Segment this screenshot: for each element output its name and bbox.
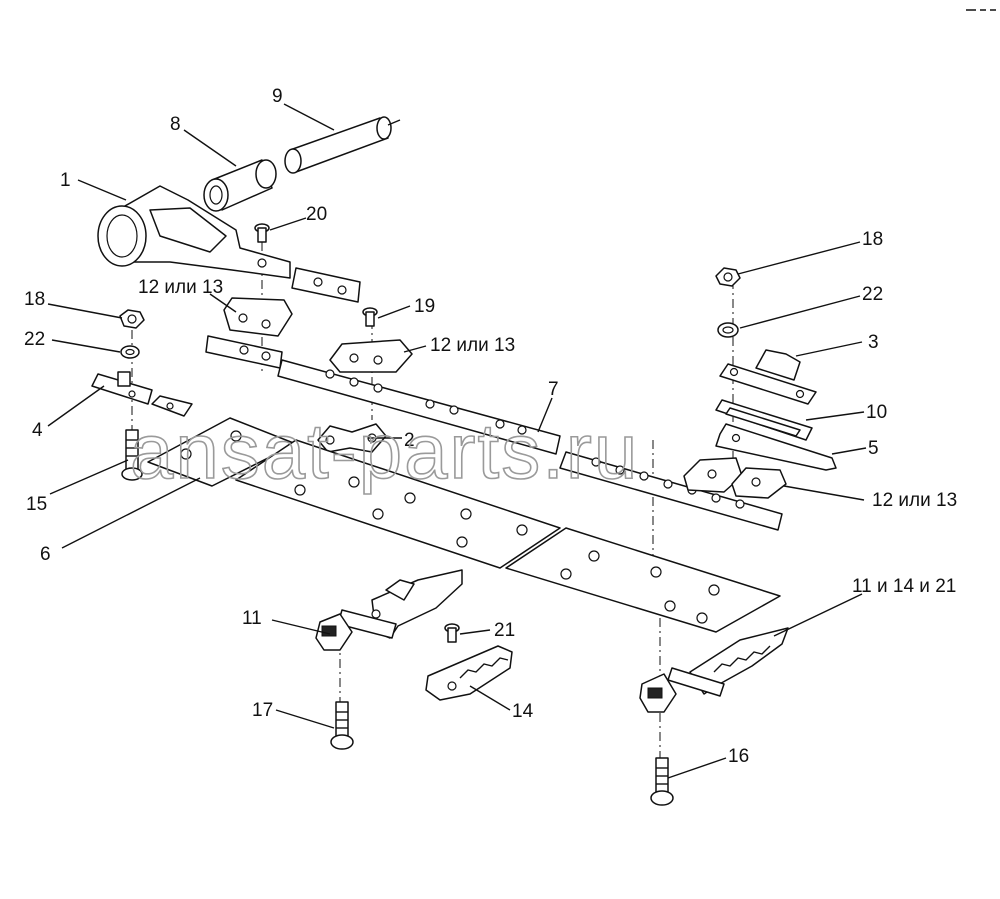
label-19: 19 (414, 296, 435, 317)
label-8: 8 (170, 114, 181, 135)
tube-part-9 (284, 116, 401, 174)
label-7: 7 (548, 379, 559, 400)
segment-part-12-13-left (205, 297, 293, 369)
label-1: 1 (60, 170, 71, 191)
plate-part-10 (715, 399, 813, 441)
label-11-14-21: 11 и 14 и 21 (852, 576, 956, 597)
label-14: 14 (512, 701, 534, 722)
finger-plate-center (235, 439, 561, 569)
nut-part-18-right (715, 267, 741, 287)
label-10: 10 (866, 402, 887, 423)
plate-part-5 (715, 423, 837, 471)
knife-bar-part-7 (277, 359, 561, 455)
bushing-part-8 (203, 159, 277, 212)
clip-part-3 (719, 349, 817, 405)
label-2: 2 (404, 430, 415, 451)
label-12-13-right: 12 или 13 (872, 490, 957, 511)
label-9: 9 (272, 86, 283, 107)
label-12-13-top: 12 или 13 (138, 277, 223, 298)
segment-part-14 (425, 645, 513, 701)
plate-part-4 (91, 371, 193, 417)
bolt-part-15 (121, 429, 143, 481)
label-22-left: 22 (24, 329, 45, 350)
label-22-right: 22 (862, 284, 883, 305)
label-20: 20 (306, 204, 327, 225)
label-4: 4 (32, 420, 43, 441)
label-15: 15 (26, 494, 47, 515)
washer-part-22-left (120, 345, 140, 359)
label-3: 3 (868, 332, 879, 353)
nut-part-18-left (119, 309, 145, 329)
rivet-part-20 (254, 223, 270, 243)
label-11: 11 (242, 608, 262, 629)
label-17: 17 (252, 700, 273, 721)
label-21: 21 (494, 620, 515, 641)
label-18-left: 18 (24, 289, 45, 310)
finger-guard-part-11-left (315, 569, 463, 651)
label-16: 16 (728, 746, 749, 767)
leader-lines (47, 103, 867, 779)
segment-part-12-13-right (683, 457, 787, 499)
label-12-13-center: 12 или 13 (430, 335, 515, 356)
washer-part-22-right (717, 322, 739, 338)
bolt-part-16 (650, 757, 674, 806)
bolt-part-17 (330, 701, 354, 750)
label-6: 6 (40, 544, 51, 565)
finger-guard-part-11-right (639, 627, 789, 713)
label-18-right: 18 (862, 229, 883, 250)
rivet-part-19 (362, 307, 378, 327)
label-5: 5 (868, 438, 879, 459)
finger-plate-right (505, 527, 781, 633)
knife-head-part-1 (97, 185, 361, 303)
rivet-part-21 (444, 623, 460, 643)
watermark: ansat-parts.ru (130, 407, 639, 495)
segment-part-12-13-center (329, 339, 413, 373)
part-labels: 1 8 9 20 12 или 13 19 12 или 13 18 22 4 … (24, 86, 957, 767)
